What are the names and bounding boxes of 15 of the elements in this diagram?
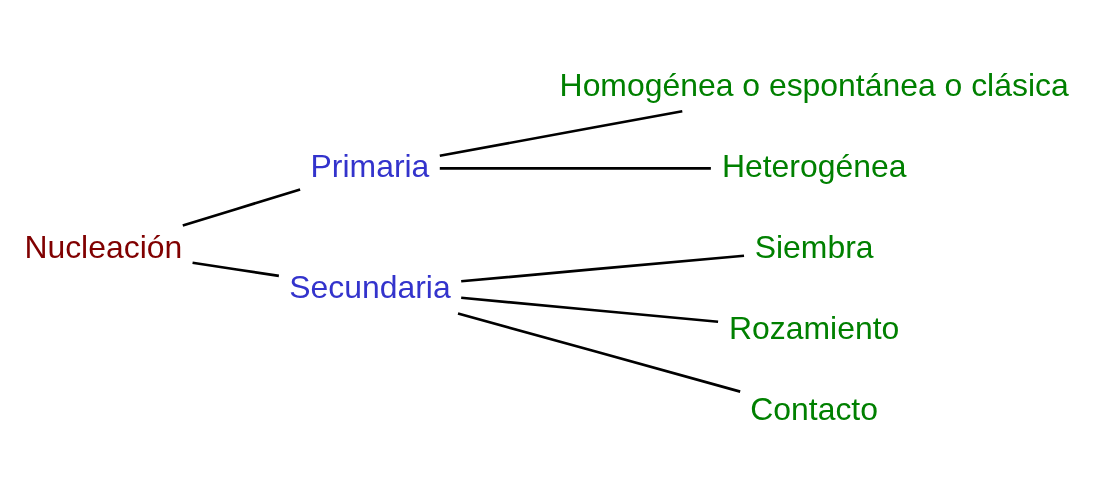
node-text: Contacto bbox=[750, 390, 878, 427]
connector bbox=[439, 167, 711, 170]
connector bbox=[461, 254, 745, 283]
connector bbox=[182, 188, 301, 227]
node-text: Heterogénea bbox=[721, 147, 907, 184]
node-text: Secundaria bbox=[289, 268, 451, 305]
connector bbox=[457, 312, 741, 393]
connector bbox=[461, 296, 719, 324]
node-text: Siembra bbox=[754, 228, 874, 265]
connector bbox=[439, 109, 683, 158]
connector bbox=[192, 261, 280, 278]
node-text: Primaria bbox=[310, 147, 430, 184]
node-text: Homogénea o espontánea o clásica bbox=[559, 66, 1069, 103]
node-text: Nucleación bbox=[24, 228, 183, 265]
node-text: Rozamiento bbox=[729, 309, 900, 346]
